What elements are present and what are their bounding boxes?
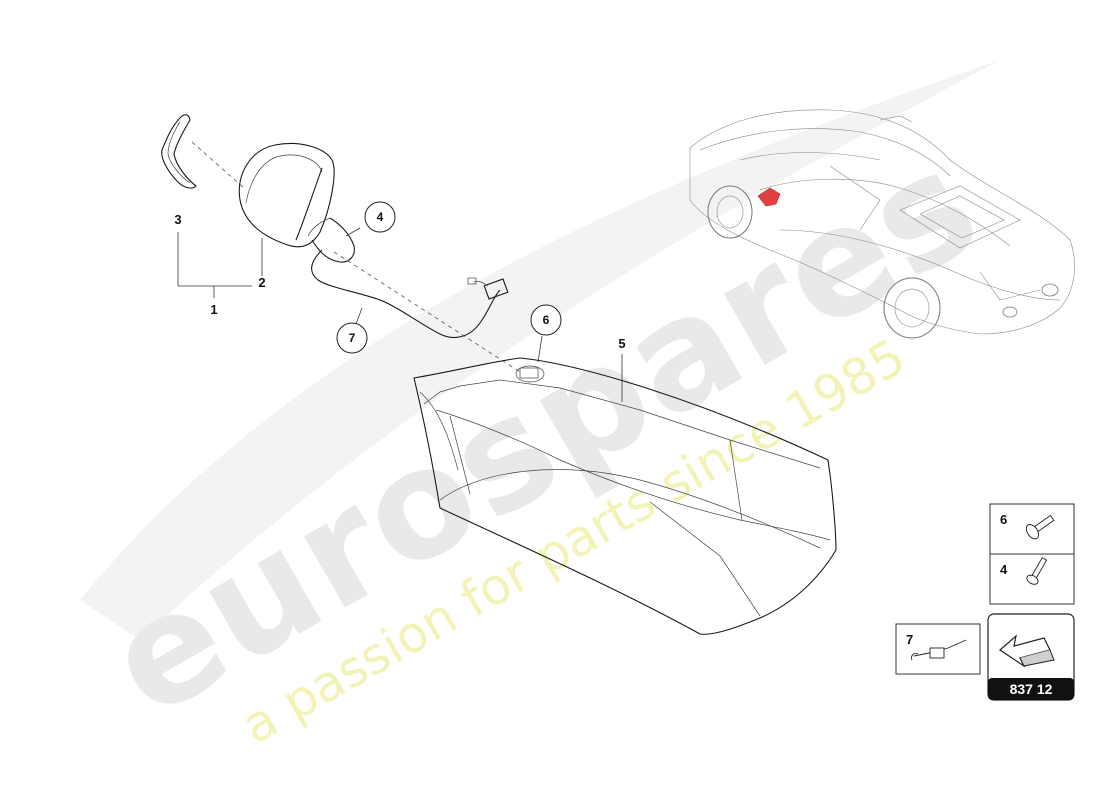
bolt-4-icon — [1026, 557, 1048, 585]
callout-2: 2 — [258, 275, 265, 290]
highlighted-mirror — [757, 187, 781, 207]
vehicle-overview — [689, 109, 1075, 339]
alignment-lines — [191, 141, 521, 373]
legend-bolt-6: 6 — [989, 503, 1075, 555]
callout-1: 1 — [210, 302, 217, 317]
part-7-harness — [311, 249, 509, 338]
callout-6: 6 — [543, 313, 550, 327]
legend-item-4-label: 4 — [1000, 562, 1008, 577]
watermark: eurospares a passion for parts since 198… — [80, 60, 1007, 755]
exhaust — [1002, 283, 1059, 318]
legend-item-6-label: 6 — [1000, 512, 1007, 527]
rear-wheel — [883, 277, 941, 339]
callout-4: 4 — [377, 210, 384, 224]
callout-3: 3 — [174, 212, 181, 227]
part-2-mirror — [238, 142, 355, 263]
bolt-6-icon — [1025, 514, 1055, 540]
front-wheel — [707, 185, 753, 239]
callout-5: 5 — [618, 336, 625, 351]
legend-clip-7: 7 — [895, 623, 981, 675]
part-5-door-panel — [413, 357, 837, 635]
legend-bolt-4: 4 — [989, 553, 1075, 605]
page-code-label: 837 12 — [1010, 681, 1053, 697]
watermark-brand: eurospares — [81, 116, 1007, 751]
callout-7: 7 — [349, 331, 356, 345]
callouts: 4 7 6 5 3 2 1 — [174, 201, 626, 402]
part-3-trim-strip — [161, 114, 197, 189]
clip-7-icon — [911, 639, 967, 661]
legend-page-code: 837 12 — [987, 613, 1075, 701]
legend-item-7-label: 7 — [906, 632, 913, 647]
